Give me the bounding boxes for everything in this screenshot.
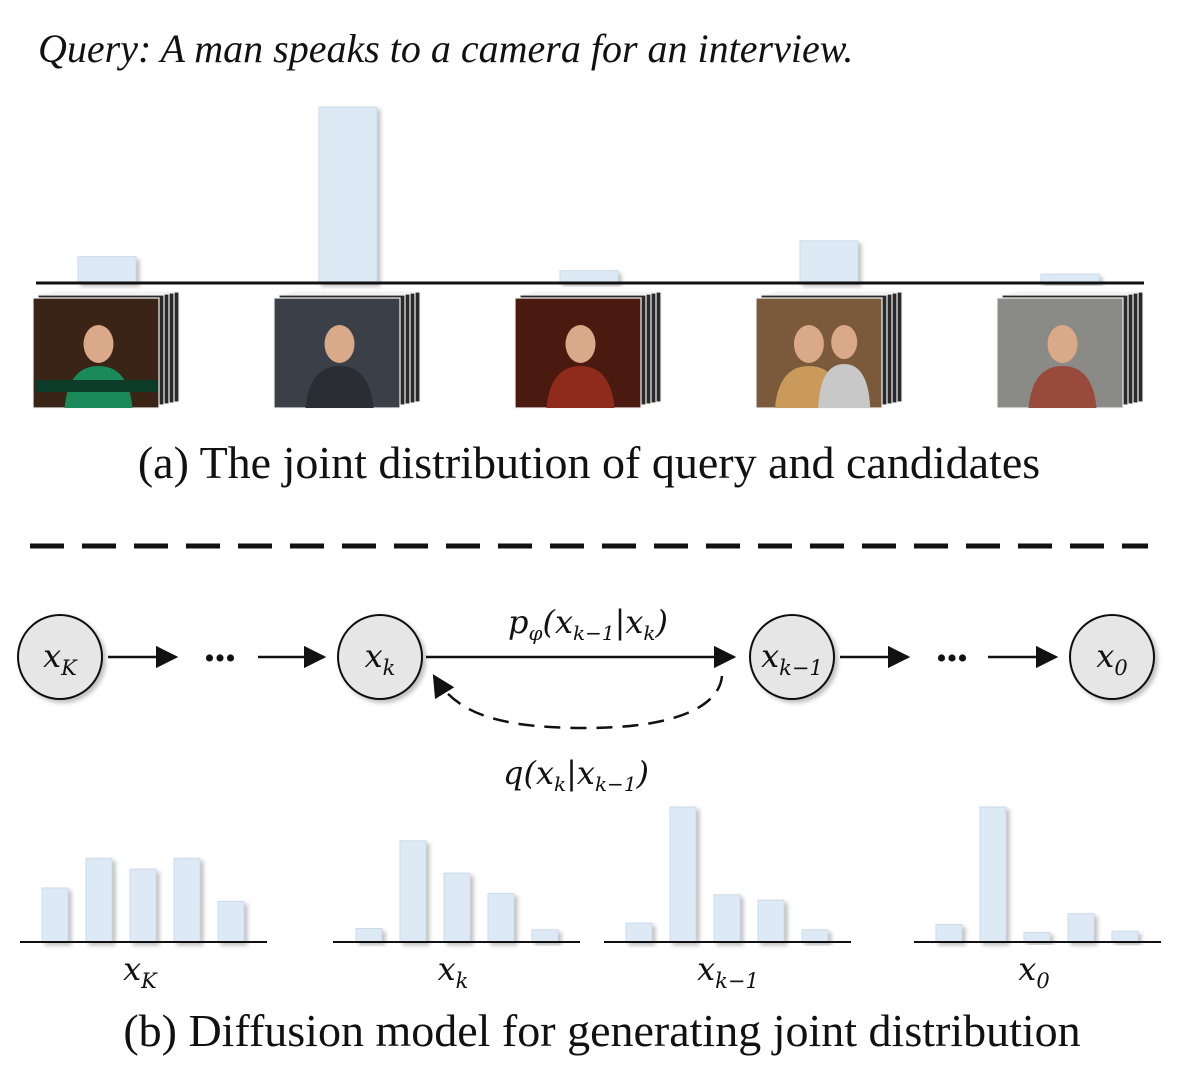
node-xk-minus-1-label: xk−1 [761, 637, 823, 680]
histogram-3-bar-3 [713, 894, 741, 943]
histogram-3-bar-1 [625, 922, 653, 943]
person-head-shape [83, 325, 114, 363]
node-xK-label: xK [43, 637, 78, 680]
node-xk-label: xk [365, 637, 396, 680]
person-body-shape [818, 364, 871, 408]
interview-man-suit-thumbnail [273, 291, 421, 409]
histogram-1-bar-5 [217, 901, 245, 943]
person-head-shape [1047, 325, 1078, 363]
candidate-score-bar-4 [799, 240, 859, 284]
histogram-4: x0 [914, 806, 1161, 993]
person-head-shape [324, 325, 355, 363]
candidate-video-thumbnails [32, 291, 1144, 409]
diffusion-step-histograms: xK xk xk−1 x0 [20, 806, 1161, 993]
reverse-transition-label: q(xk|xk−1) [503, 754, 649, 796]
histogram-4-bar-2 [979, 806, 1007, 943]
interview-woman-thumbnail [32, 291, 180, 409]
histogram-3-bar-2 [669, 806, 697, 943]
candidate-score-bar-2 [318, 106, 378, 284]
node-xk-minus-1 [749, 614, 835, 700]
histogram-4-bar-1 [935, 923, 963, 943]
histogram-4-bar-4 [1067, 913, 1095, 943]
histogram-2-bar-5 [531, 929, 559, 943]
person-head-shape [565, 325, 596, 363]
histogram-2-bar-1 [355, 928, 383, 943]
histogram-4-bar-3 [1023, 932, 1051, 943]
person-body-shape [546, 366, 615, 408]
person-head-shape [793, 325, 824, 363]
person-head-shape [831, 325, 858, 359]
person-body-shape [1028, 366, 1097, 408]
node-xk [337, 614, 423, 700]
candidate-score-bar-1 [77, 256, 137, 284]
histogram-1: xK [20, 857, 267, 993]
ellipsis-right: ••• [936, 642, 968, 675]
histogram-1-bar-3 [129, 868, 157, 943]
forward-transition-label: pφ(xk−1|xk) [508, 603, 668, 645]
histogram-2-bar-4 [487, 892, 515, 943]
node-xK [17, 614, 103, 700]
candidate-score-bars [77, 106, 1100, 284]
histogram-3: xk−1 [604, 806, 851, 993]
histogram-4-label: x0 [1018, 950, 1049, 993]
histogram-1-bar-1 [41, 887, 69, 943]
caption-a: (a) The joint distribution of query and … [138, 437, 1040, 488]
histogram-1-label: xK [123, 950, 158, 993]
ellipsis-left: ••• [204, 642, 236, 675]
histogram-2: xk [333, 840, 580, 993]
two-men-studio-thumbnail [755, 291, 903, 409]
caption-b: (b) Diffusion model for generating joint… [123, 1005, 1080, 1056]
reverse-process-dashed-arrow [432, 674, 724, 730]
node-x0-label: x0 [1096, 637, 1127, 680]
histogram-2-bar-2 [399, 840, 427, 943]
man-street-red-scarf-thumbnail [514, 291, 662, 409]
histogram-4-bar-5 [1111, 930, 1139, 943]
person-body-shape [305, 366, 374, 408]
candidate-score-bar-3 [559, 270, 619, 284]
histogram-1-bar-2 [85, 857, 113, 943]
histogram-3-bar-4 [757, 899, 785, 943]
histogram-1-bar-4 [173, 857, 201, 943]
node-x0 [1069, 614, 1155, 700]
man-beanie-outdoor-thumbnail [996, 291, 1144, 409]
histogram-3-bar-5 [801, 929, 829, 943]
histogram-2-bar-3 [443, 872, 471, 943]
histogram-3-label: xk−1 [697, 950, 759, 993]
query-text: Query: A man speaks to a camera for an i… [38, 26, 853, 71]
histogram-2-label: xk [438, 950, 469, 993]
lower-third-banner [35, 380, 157, 392]
